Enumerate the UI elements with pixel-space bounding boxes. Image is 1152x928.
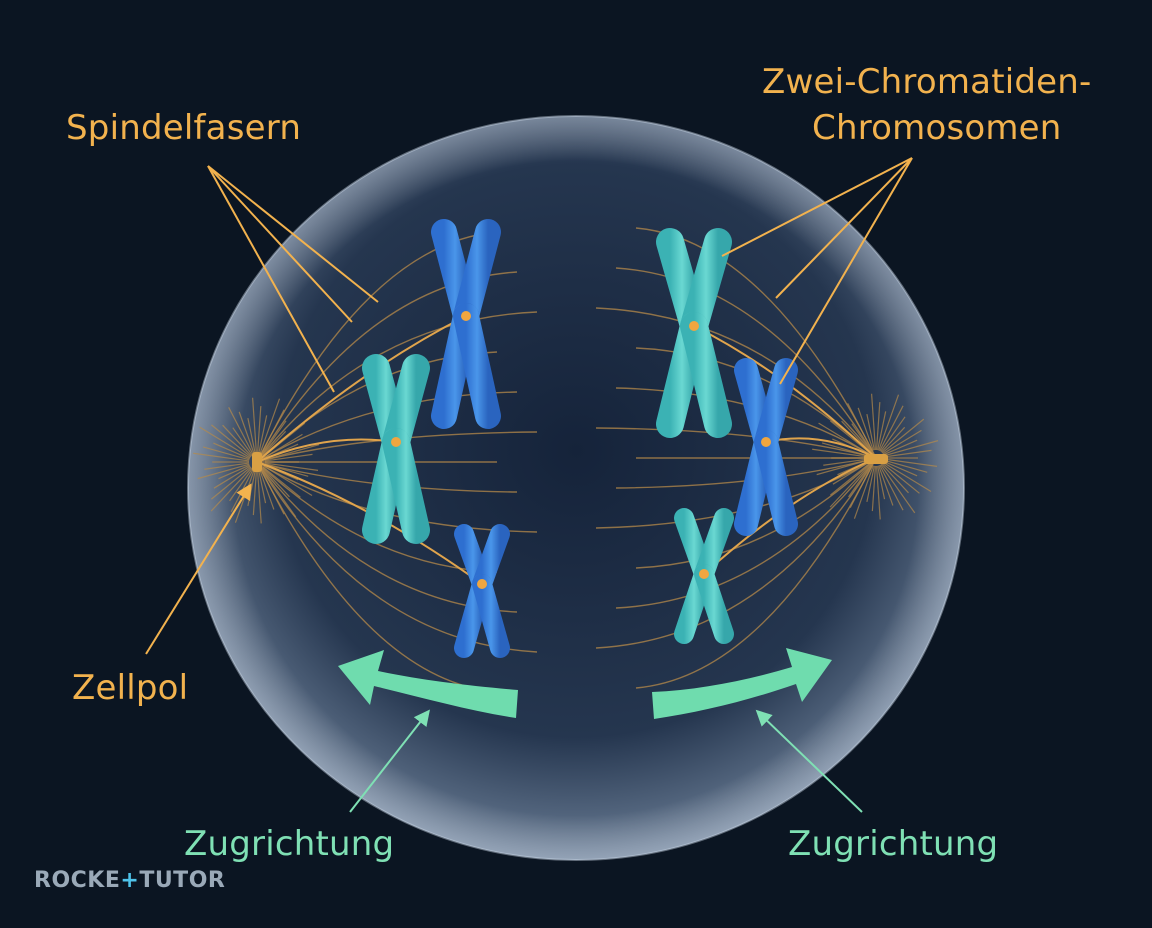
pointer-pull-left (349, 709, 430, 813)
pointer-chromosome-1 (721, 157, 913, 257)
pull-pointers (349, 709, 863, 813)
pointer-spindle-2 (207, 165, 353, 323)
right-centrosome (864, 454, 888, 464)
pointer-chromosome-3 (779, 157, 913, 385)
right-spindle-arcs (595, 227, 877, 689)
chromosomes (362, 219, 798, 658)
label-cell-pole: Zellpol (72, 668, 189, 708)
pointer-pull-right (755, 709, 863, 813)
chromosome-blue-2 (454, 524, 510, 658)
pointer-chromosome-2 (775, 157, 913, 299)
brand-plus: + (120, 868, 140, 893)
label-two-chromatid-line2: Chromosomen (812, 108, 1062, 148)
label-pointers (145, 157, 913, 655)
label-pull-left: Zugrichtung (184, 824, 395, 864)
brand-part1: ROCKE (34, 868, 121, 893)
pointer-spindle-3 (207, 165, 335, 393)
chromosome-teal-2 (656, 228, 732, 438)
label-two-chromatid-line1: Zwei-Chromatiden- (762, 62, 1092, 102)
pull-arrow-left (338, 650, 518, 718)
chromosome-blue-3 (734, 358, 798, 536)
chromosome-blue-1 (431, 219, 501, 429)
brand-logo: ROCKE+TUTOR (34, 868, 225, 893)
chromosome-teal-1 (362, 354, 430, 544)
pull-arrow-right (652, 648, 832, 719)
label-pull-right: Zugrichtung (788, 824, 999, 864)
pointer-cell-pole (145, 483, 252, 655)
brand-part3: TUTOR (139, 868, 226, 893)
left-centrosome (252, 452, 262, 472)
arrow-right-icon (652, 648, 832, 719)
pointer-spindle-1 (207, 165, 379, 303)
label-spindle-fibers: Spindelfasern (66, 108, 302, 148)
chromosome-teal-3 (674, 508, 734, 644)
arrow-left-icon (338, 650, 518, 718)
